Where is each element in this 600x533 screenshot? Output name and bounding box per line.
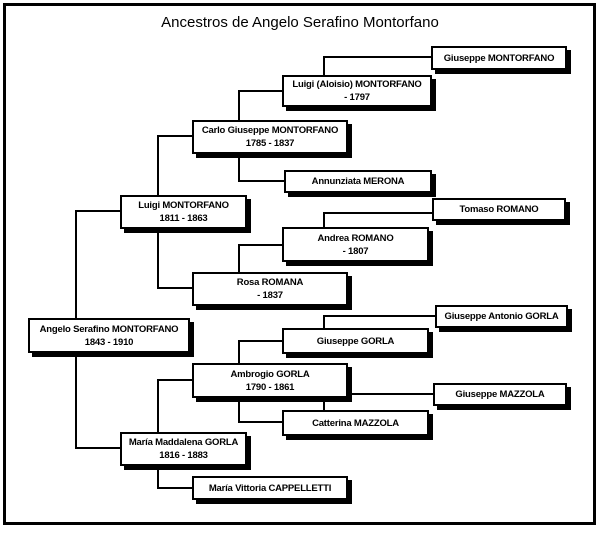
- person-name: Angelo Serafino MONTORFANO: [39, 323, 179, 335]
- person-name: Rosa ROMANA: [236, 277, 304, 288]
- person-name: Luigi (Aloisio) MONTORFANO: [292, 79, 422, 90]
- person-box-giuseppe-antonio-gorla[interactable]: Giuseppe Antonio GORLA: [435, 305, 568, 328]
- person-box-catterina-mazzola[interactable]: Catterina MAZZOLA: [282, 410, 429, 436]
- person-box-luigi-montorfano[interactable]: Luigi MONTORFANO 1811 - 1863: [120, 195, 247, 229]
- person-box-giuseppe-mazzola[interactable]: Giuseppe MAZZOLA: [433, 383, 567, 406]
- connector-line: [323, 212, 432, 214]
- connector-line: [323, 315, 325, 328]
- person-name: Giuseppe MAZZOLA: [455, 389, 545, 400]
- person-box-annunziata-merona[interactable]: Annunziata MERONA: [284, 170, 432, 193]
- connector-line: [323, 393, 325, 410]
- person-name: Andrea ROMANO: [317, 232, 394, 244]
- person-name: Luigi MONTORFANO: [138, 200, 229, 211]
- person-name: Tomaso ROMANO: [459, 204, 539, 215]
- person-box-rosa-romana[interactable]: Rosa ROMANA - 1837: [192, 272, 348, 306]
- person-name: Annunziata MERONA: [311, 176, 405, 187]
- person-box-giuseppe-gorla[interactable]: Giuseppe GORLA: [282, 328, 429, 354]
- connector-line: [323, 315, 435, 317]
- person-dates: - 1807: [342, 245, 369, 257]
- connector-line: [157, 487, 192, 489]
- person-dates: 1816 - 1883: [159, 450, 208, 461]
- person-box-ambrogio-gorla[interactable]: Ambrogio GORLA 1790 - 1861: [192, 363, 348, 398]
- person-box-angelo-serafino-montorfano[interactable]: Angelo Serafino MONTORFANO 1843 - 1910: [28, 318, 190, 353]
- person-dates: 1811 - 1863: [159, 213, 208, 224]
- person-dates: 1785 - 1837: [245, 138, 295, 149]
- person-box-luigi-aloisio-montorfano[interactable]: Luigi (Aloisio) MONTORFANO - 1797: [282, 75, 432, 107]
- connector-line: [75, 210, 120, 212]
- connector-line: [157, 379, 192, 381]
- person-name: María Maddalena GORLA: [128, 437, 239, 448]
- person-name: Giuseppe Antonio GORLA: [444, 311, 559, 322]
- person-box-maria-maddalena-gorla[interactable]: María Maddalena GORLA 1816 - 1883: [120, 432, 247, 466]
- person-name: María Vittoria CAPPELLETTI: [208, 482, 332, 494]
- person-box-maria-vittoria-cappelletti[interactable]: María Vittoria CAPPELLETTI: [192, 476, 348, 500]
- connector-line: [157, 287, 192, 289]
- person-box-tomaso-romano[interactable]: Tomaso ROMANO: [432, 198, 566, 221]
- connector-line: [238, 90, 282, 92]
- connector-line: [238, 244, 282, 246]
- person-box-giuseppe-montorfano[interactable]: Giuseppe MONTORFANO: [431, 46, 567, 70]
- connector-line: [238, 180, 284, 182]
- person-name: Ambrogio GORLA: [230, 368, 310, 380]
- connector-line: [323, 56, 431, 58]
- person-box-andrea-romano[interactable]: Andrea ROMANO - 1807: [282, 227, 429, 262]
- connector-line: [157, 135, 192, 137]
- person-name: Giuseppe MONTORFANO: [443, 52, 555, 64]
- connector-line: [238, 421, 282, 423]
- connector-line: [238, 340, 282, 342]
- person-dates: 1843 - 1910: [84, 336, 134, 348]
- person-dates: - 1837: [257, 290, 283, 301]
- connector-line: [238, 244, 240, 272]
- person-dates: 1790 - 1861: [245, 381, 295, 393]
- diagram-title: Ancestros de Angelo Serafino Montorfano: [161, 14, 439, 31]
- person-dates: - 1797: [344, 92, 370, 103]
- connector-line: [323, 393, 433, 395]
- connector-line: [323, 212, 325, 227]
- connector-line: [75, 447, 120, 449]
- person-name: Catterina MAZZOLA: [312, 417, 399, 429]
- person-name: Giuseppe GORLA: [316, 335, 395, 347]
- connector-line: [323, 56, 325, 75]
- person-box-carlo-giuseppe-montorfano[interactable]: Carlo Giuseppe MONTORFANO 1785 - 1837: [192, 120, 348, 154]
- person-name: Carlo Giuseppe MONTORFANO: [201, 125, 339, 136]
